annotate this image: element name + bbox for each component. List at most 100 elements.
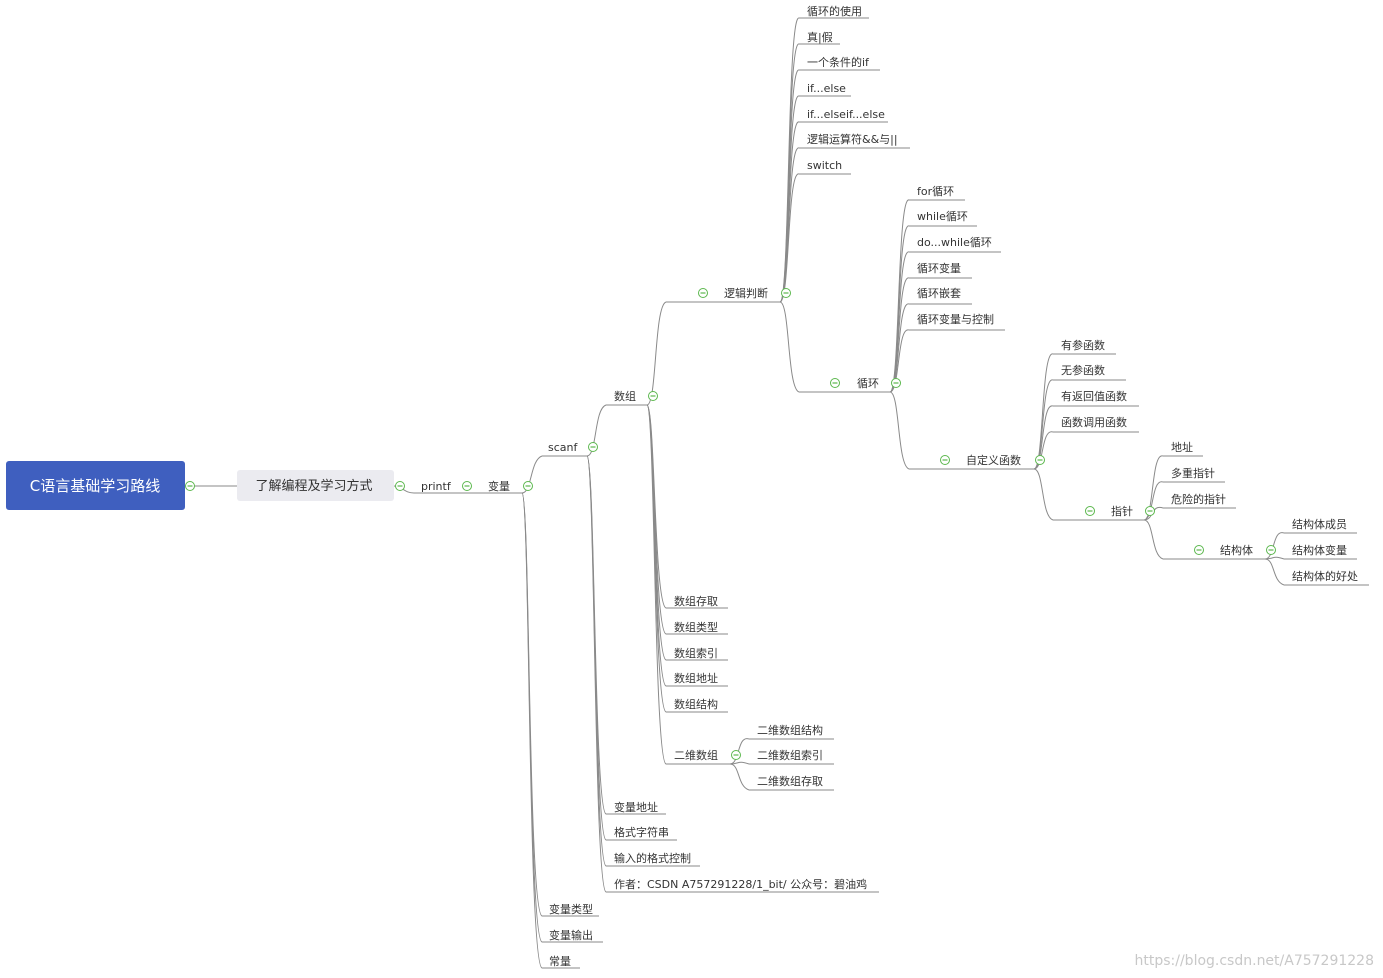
node-noparam-func-label: 无参函数 (1061, 363, 1105, 377)
collapse-minus-icon[interactable] (1145, 506, 1155, 516)
node-array-2d-index-label: 二维数组索引 (757, 748, 823, 762)
node-while-loop[interactable]: while循环 (909, 210, 977, 227)
collapse-minus-icon[interactable] (731, 750, 741, 760)
node-struct-member[interactable]: 结构体成员 (1284, 517, 1357, 534)
node-one-condition-if-label: 一个条件的if (807, 55, 870, 69)
node-struct-label: 结构体 (1220, 543, 1253, 557)
level1-node[interactable]: 了解编程及学习方式 (237, 470, 394, 501)
collapse-minus-icon[interactable] (1266, 545, 1276, 555)
node-array-address-label: 数组地址 (674, 671, 718, 685)
node-switch[interactable]: switch (799, 159, 851, 175)
node-author-label: 作者：CSDN A757291228/1_bit/ 公众号：碧油鸡 (614, 877, 867, 891)
collapse-minus-icon[interactable] (891, 378, 901, 388)
node-custom-func-label: 自定义函数 (966, 453, 1021, 467)
node-logic-label: 逻辑判断 (724, 286, 768, 300)
node-var-output-label: 变量输出 (549, 928, 593, 942)
node-address[interactable]: 地址 (1163, 440, 1203, 457)
node-for-loop-label: for循环 (917, 185, 954, 198)
node-array-2d[interactable]: 二维数组 (666, 748, 730, 765)
collapse-minus-icon[interactable] (523, 481, 533, 491)
node-struct-member-label: 结构体成员 (1292, 517, 1347, 531)
node-true-false-label: 真|假 (807, 30, 833, 44)
collapse-minus-icon[interactable] (940, 455, 950, 465)
node-array-access-label: 数组存取 (674, 594, 718, 608)
collapse-minus-icon[interactable] (781, 288, 791, 298)
node-var-address-label: 变量地址 (614, 800, 658, 814)
collapse-minus-icon[interactable] (830, 378, 840, 388)
node-struct-benefit[interactable]: 结构体的好处 (1284, 569, 1369, 586)
node-struct-var-label: 结构体变量 (1292, 543, 1347, 557)
node-array[interactable]: 数组 (606, 389, 647, 406)
node-struct[interactable]: 结构体 (1163, 543, 1265, 560)
node-array-address[interactable]: 数组地址 (666, 671, 728, 687)
node-logic-ops[interactable]: 逻辑运算符&&与|| (799, 132, 910, 149)
node-param-func[interactable]: 有参函数 (1053, 338, 1116, 355)
node-loop-var[interactable]: 循环变量 (909, 261, 972, 279)
node-input-format[interactable]: 输入的格式控制 (606, 851, 700, 867)
node-loop-var-control-label: 循环变量与控制 (917, 312, 994, 326)
node-array-2d-label: 二维数组 (674, 748, 718, 762)
topic-nodes: printf 变量 scanf 数组 逻辑判断 循环的使用 真|假 一个条件的i… (421, 4, 1369, 969)
node-array-index[interactable]: 数组索引 (666, 646, 728, 661)
node-custom-func[interactable]: 自定义函数 (909, 453, 1034, 470)
root-node[interactable]: C语言基础学习路线 (6, 461, 185, 510)
node-array-2d-index[interactable]: 二维数组索引 (749, 748, 834, 765)
collapse-toggles (185, 288, 1276, 760)
node-loop-use[interactable]: 循环的使用 (799, 4, 869, 19)
node-param-func-label: 有参函数 (1061, 338, 1105, 352)
node-loop-nest[interactable]: 循环嵌套 (909, 287, 972, 305)
node-loop[interactable]: 循环 (799, 377, 890, 393)
node-var-output[interactable]: 变量输出 (542, 928, 603, 943)
node-var-address[interactable]: 变量地址 (606, 800, 666, 815)
collapse-minus-icon[interactable] (1035, 455, 1045, 465)
node-logic[interactable]: 逻辑判断 (666, 286, 780, 303)
node-constant-label: 常量 (549, 955, 571, 968)
node-array-2d-struct[interactable]: 二维数组结构 (749, 723, 834, 740)
node-if-elseif-else-label: if...elseif...else (807, 108, 885, 121)
node-while-loop-label: while循环 (917, 210, 968, 223)
node-func-call-label: 函数调用函数 (1061, 416, 1127, 429)
collapse-minus-icon[interactable] (1085, 506, 1095, 516)
node-for-loop[interactable]: for循环 (909, 185, 965, 201)
node-return-func[interactable]: 有返回值函数 (1053, 389, 1139, 407)
node-format-string[interactable]: 格式字符串 (606, 825, 677, 841)
collapse-minus-icon[interactable] (1194, 545, 1204, 555)
node-switch-label: switch (807, 159, 842, 172)
node-loop-var-control[interactable]: 循环变量与控制 (909, 312, 1005, 331)
node-input-format-label: 输入的格式控制 (614, 851, 691, 865)
node-array-access[interactable]: 数组存取 (666, 594, 728, 609)
node-array-2d-access[interactable]: 二维数组存取 (749, 774, 834, 791)
node-var-type[interactable]: 变量类型 (542, 902, 599, 917)
node-constant[interactable]: 常量 (542, 955, 580, 969)
node-multi-pointer[interactable]: 多重指针 (1163, 466, 1225, 483)
node-address-label: 地址 (1171, 440, 1193, 454)
collapse-minus-icon[interactable] (698, 288, 708, 298)
node-printf[interactable]: printf (421, 480, 452, 493)
node-noparam-func[interactable]: 无参函数 (1053, 363, 1126, 381)
node-pointer[interactable]: 指针 (1053, 504, 1144, 521)
node-one-condition-if[interactable]: 一个条件的if (799, 55, 880, 71)
node-variable[interactable]: 变量 (488, 479, 510, 493)
node-array-struct[interactable]: 数组结构 (666, 697, 728, 713)
node-if-else[interactable]: if...else (799, 82, 851, 97)
node-true-false[interactable]: 真|假 (799, 30, 840, 45)
node-func-call[interactable]: 函数调用函数 (1053, 416, 1139, 433)
collapse-minus-icon[interactable] (395, 481, 405, 491)
node-pointer-label: 指针 (1111, 504, 1133, 518)
node-struct-var[interactable]: 结构体变量 (1284, 543, 1357, 560)
node-if-elseif-else[interactable]: if...elseif...else (799, 108, 888, 123)
node-array-2d-struct-label: 二维数组结构 (757, 723, 823, 737)
node-scanf[interactable]: scanf (542, 441, 587, 457)
collapse-minus-icon[interactable] (462, 481, 472, 491)
collapse-minus-icon[interactable] (588, 442, 598, 452)
collapse-minus-icon[interactable] (648, 391, 658, 401)
node-author[interactable]: 作者：CSDN A757291228/1_bit/ 公众号：碧油鸡 (606, 877, 879, 893)
collapse-minus-icon[interactable] (185, 481, 195, 491)
node-do-while-loop[interactable]: do...while循环 (909, 236, 1001, 253)
node-danger-pointer[interactable]: 危险的指针 (1163, 492, 1236, 509)
node-array-type[interactable]: 数组类型 (666, 620, 728, 635)
node-var-type-label: 变量类型 (549, 902, 593, 916)
node-return-func-label: 有返回值函数 (1061, 389, 1127, 403)
node-loop-label: 循环 (857, 377, 879, 390)
node-if-else-label: if...else (807, 82, 846, 95)
